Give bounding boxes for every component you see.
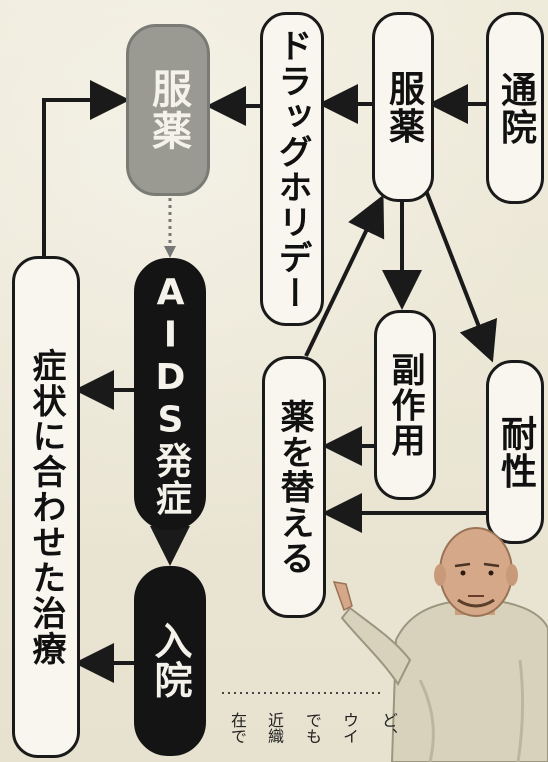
node-medication-top-label: 服薬 xyxy=(383,69,424,145)
node-hospital-visit: 通院 xyxy=(486,12,544,204)
node-side-effects: 副作用 xyxy=(374,310,436,500)
dotted-arrowhead xyxy=(164,246,176,258)
text-column-4: 近織 xyxy=(265,712,284,744)
node-aids-onset-label: AIDS発症 xyxy=(150,271,191,517)
arrow-change-to-medication xyxy=(304,194,385,357)
node-side-effects-label: 副作用 xyxy=(385,351,425,459)
node-symptom-treatment-label: 症状に合わせた治療 xyxy=(26,347,66,667)
node-hospitalization: 入院 xyxy=(134,566,206,756)
node-hospital-visit-label: 通院 xyxy=(495,70,536,146)
node-hospitalization-label: 入院 xyxy=(148,621,192,701)
node-aids-onset: AIDS発症 xyxy=(134,258,206,530)
node-change-drugs: 薬を替える xyxy=(262,356,326,618)
node-medication-left: 服薬 xyxy=(126,24,210,196)
node-symptom-treatment: 症状に合わせた治療 xyxy=(12,256,80,758)
node-medication-left-label: 服薬 xyxy=(145,68,191,152)
text-column-1: ど、 xyxy=(379,712,398,744)
node-drug-holiday: ドラッグホリデー xyxy=(260,12,324,326)
node-resistance: 耐性 xyxy=(486,360,544,544)
text-column-2: ウイ xyxy=(340,712,359,744)
arrow-medication-to-resistance xyxy=(423,187,498,363)
node-resistance-label: 耐性 xyxy=(495,414,536,490)
arrow-treatment-to-medication xyxy=(42,80,130,256)
node-medication-top: 服薬 xyxy=(372,12,434,202)
node-drug-holiday-label: ドラッグホリデー xyxy=(272,27,312,311)
text-column-5: 在で xyxy=(228,712,247,744)
node-change-drugs-label: 薬を替える xyxy=(274,398,314,576)
text-column-3: でも xyxy=(303,712,322,744)
